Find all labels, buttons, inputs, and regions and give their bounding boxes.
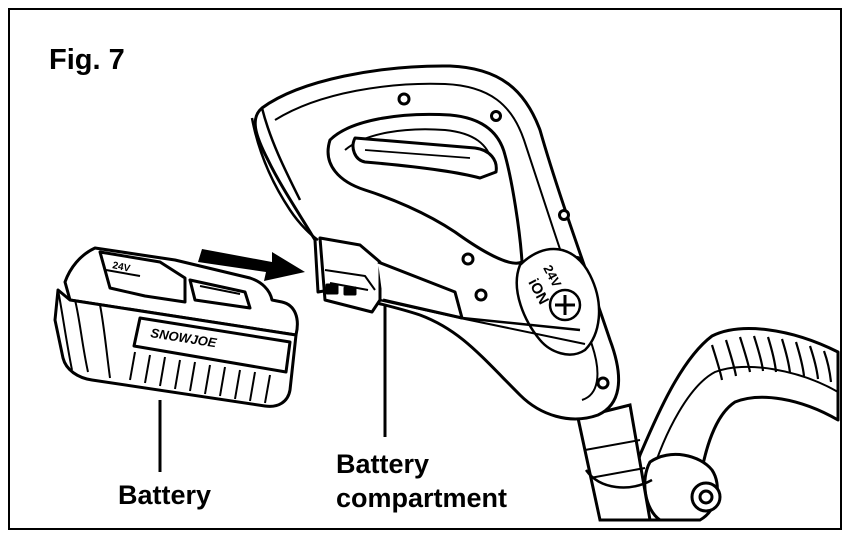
ion-badge: 24V iON (515, 247, 601, 356)
upper-handle (250, 64, 621, 421)
insertion-arrow (198, 249, 305, 281)
shaft (576, 403, 653, 522)
shaft-knob (643, 453, 722, 522)
battery-compartment (318, 236, 586, 345)
figure-label: Fig. 7 (49, 44, 125, 76)
battery-voltage-text: 24V (111, 260, 131, 275)
battery-pack: SNOWJOE 24V (53, 246, 299, 408)
compartment-callout-line2: compartment (336, 483, 508, 513)
compartment-callout-line1: Battery (336, 449, 430, 479)
battery-callout-label: Battery (118, 480, 212, 510)
leader-lines (158, 305, 387, 472)
compartment-callout-label: Battery compartment (336, 447, 507, 515)
